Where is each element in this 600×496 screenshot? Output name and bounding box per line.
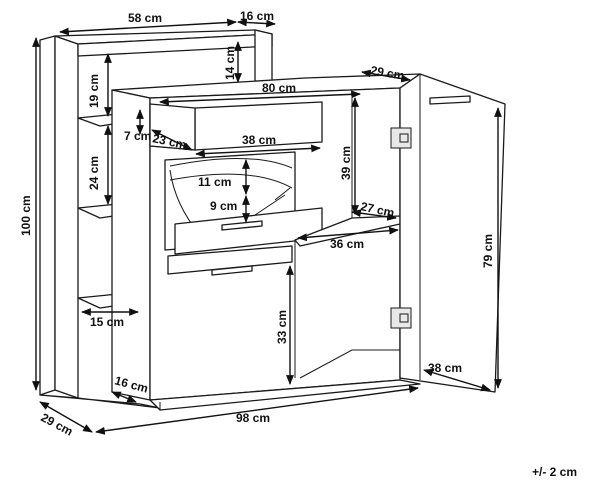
door-top-handle [429,95,471,105]
left-tower-side [39,35,56,396]
left-tower-front [54,35,79,399]
label-inner-depth: 27 cm [359,199,395,220]
label-shoe-flap-lower: 9 cm [210,199,237,213]
dim-line-16-top [237,18,276,28]
label-upper-shelf-height: 19 cm [87,74,101,108]
door-panel [399,73,506,393]
label-drawer-height: 7 cm [124,129,151,143]
label-middle-shelf-height: 24 cm [87,156,101,190]
dim-line-58 [59,18,237,36]
label-inner-width: 36 cm [330,237,364,251]
dim-line-36 [297,226,399,242]
label-top-shelf-height: 14 cm [223,46,237,80]
dim-line-98 [95,385,419,435]
label-total-width: 98 cm [236,411,270,425]
shoe-flap-lower [169,173,293,189]
tolerance-note: +/- 2 cm [532,465,577,479]
label-lower-shelf-width: 15 cm [90,315,124,329]
label-top-depth: 16 cm [240,9,274,23]
label-drawer-depth: 23 cm [151,131,187,152]
dim-line-27 [351,209,397,221]
label-lower-compartment-height: 33 cm [275,310,289,344]
lower-flap [167,245,293,275]
label-door-height: 79 cm [481,234,495,268]
label-shoe-compartment-height: 39 cm [339,146,353,180]
shoe-flap-upper [169,158,293,169]
label-base-depth-left: 29 cm [39,410,76,438]
dim-line-29-right [361,69,411,83]
label-cabinet-width: 80 cm [262,81,296,95]
label-total-height: 100 cm [19,195,33,236]
label-drawer-width: 38 cm [242,133,276,147]
dim-line-38-door [423,368,491,392]
dim-line-29-base [39,401,93,433]
label-door-depth: 29 cm [369,63,405,83]
label-top-width: 58 cm [128,11,162,25]
lower-handle [211,265,253,276]
dim-line-23 [151,129,193,151]
dim-line-38-drawer [195,144,321,158]
inner-bottom [299,349,400,379]
label-door-width: 38 cm [428,361,462,375]
label-shoe-flap-upper: 11 cm [198,175,231,189]
dim-line-80 [159,90,361,106]
